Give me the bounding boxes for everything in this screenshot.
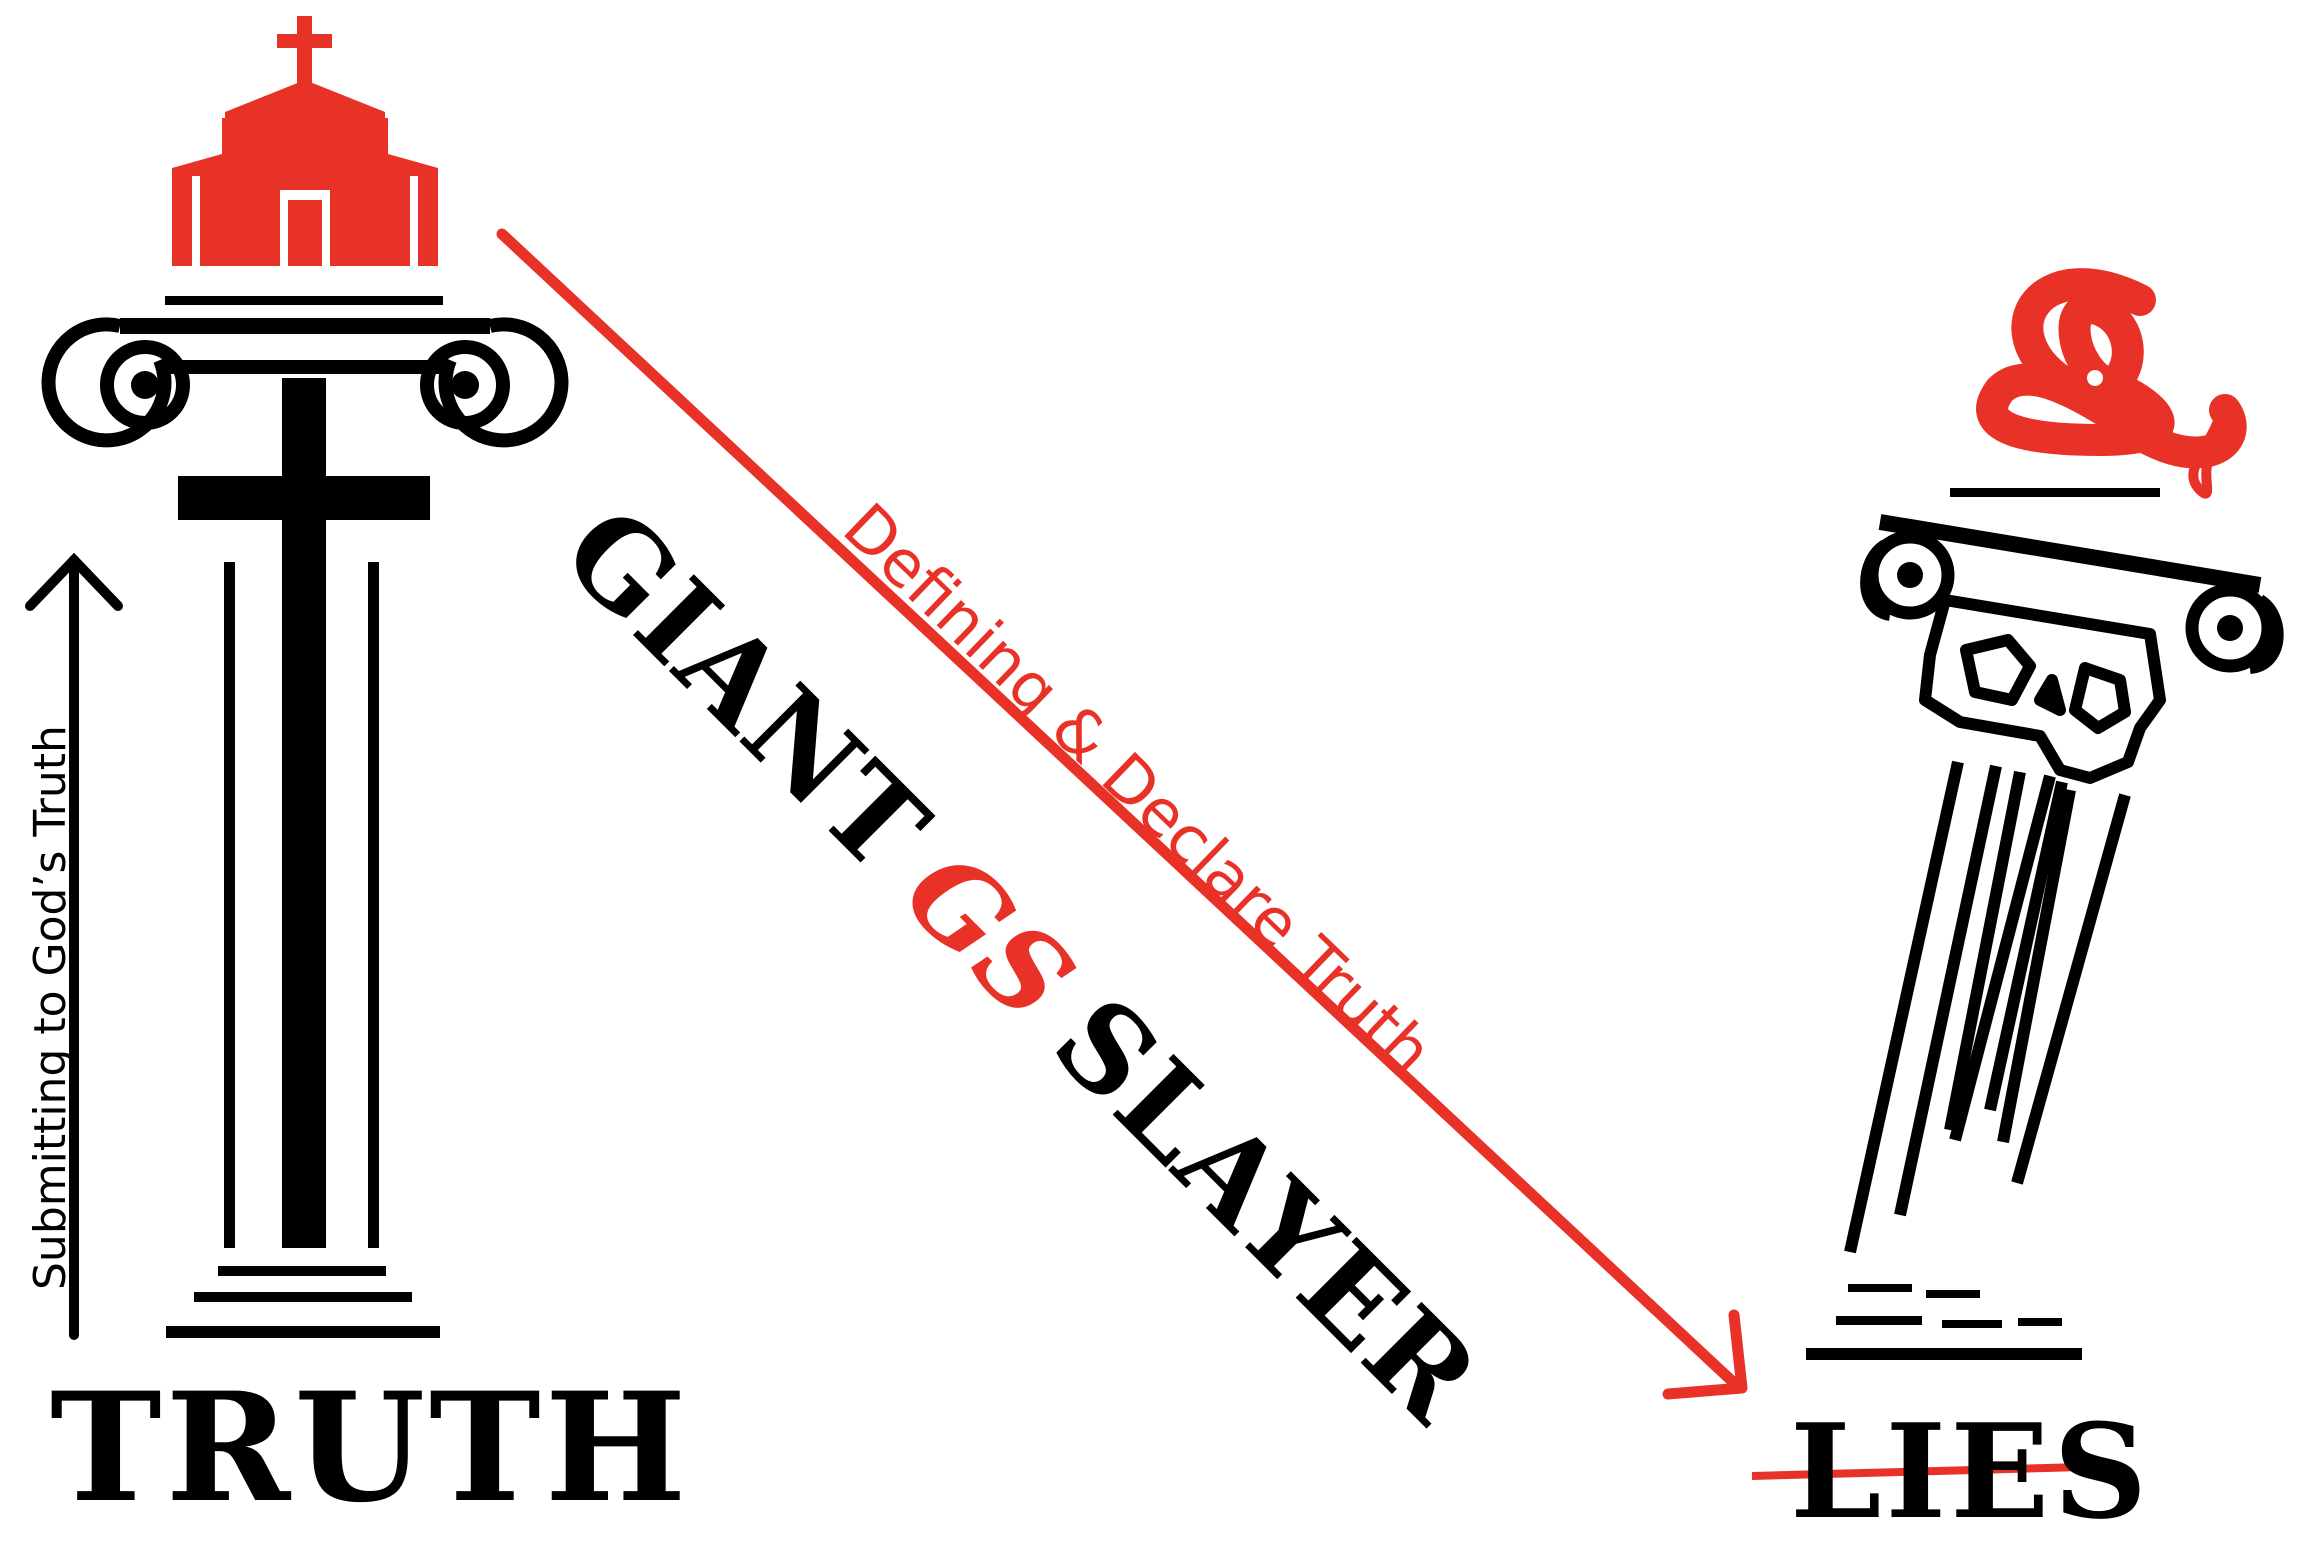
truth-label: TRUTH	[50, 1360, 691, 1536]
truth-capital	[41, 296, 569, 448]
lies-strikethrough	[1751, 1462, 2121, 1480]
column-flute	[368, 562, 379, 1248]
lies-capital	[1860, 488, 2284, 674]
lies-flutes	[1844, 760, 2131, 1254]
skull-icon	[1919, 594, 2166, 784]
lies-label: LIES	[1790, 1395, 2152, 1548]
diagonal-arrow-icon	[496, 228, 1748, 1400]
truth-base	[166, 1266, 440, 1338]
column-flute	[224, 562, 235, 1248]
lies-base	[1806, 1284, 2082, 1360]
serpent-icon	[1976, 268, 2247, 499]
cross-icon	[178, 378, 430, 1248]
up-arrow-icon	[25, 552, 123, 1340]
side-arrow-label: Submitting to God’s Truth	[25, 725, 76, 1290]
truth-pillar	[41, 16, 569, 1338]
lies-pillar	[1751, 268, 2284, 1480]
church-icon	[172, 16, 438, 266]
